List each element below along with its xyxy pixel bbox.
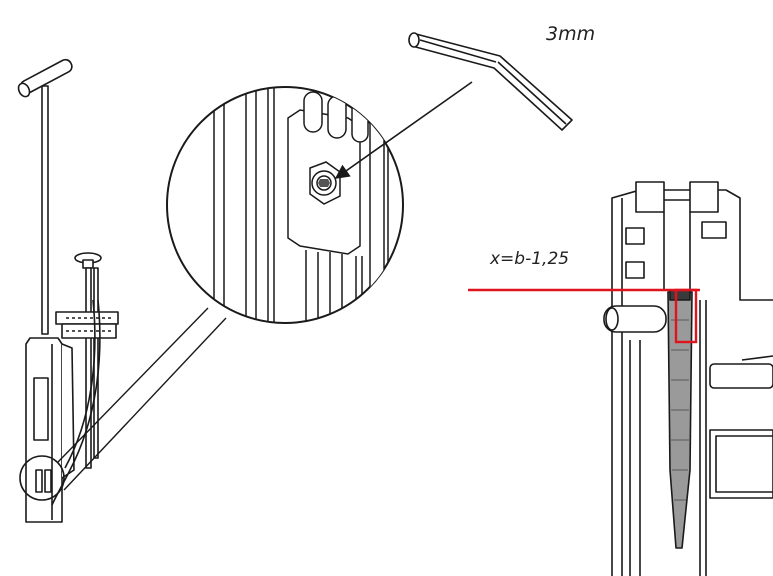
cross-section bbox=[603, 181, 773, 576]
magnified-detail bbox=[166, 86, 404, 324]
tool-size-label: 3mm bbox=[546, 23, 595, 45]
bracket bbox=[55, 311, 119, 339]
leader-lines bbox=[57, 307, 227, 491]
offset-formula-label: x=b-1,25 bbox=[489, 249, 569, 269]
fixture-overview bbox=[17, 58, 119, 523]
t-handle bbox=[17, 58, 73, 98]
detail-marker-circle bbox=[19, 455, 65, 501]
rod bbox=[41, 85, 49, 335]
needle-shaded bbox=[667, 291, 693, 549]
measure-box bbox=[674, 288, 698, 344]
hex-key-icon bbox=[408, 32, 573, 131]
housing bbox=[25, 337, 75, 523]
measure-lines bbox=[468, 288, 700, 344]
hex-nut-icon bbox=[309, 161, 341, 205]
pointer-arrow bbox=[334, 81, 473, 179]
detail-marker-slots bbox=[35, 469, 52, 493]
